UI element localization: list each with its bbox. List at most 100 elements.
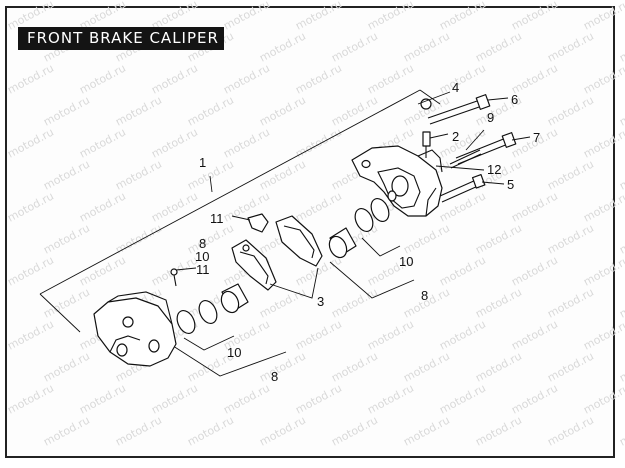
watermark-text-48: motod.ru — [257, 157, 308, 192]
watermark-text-62: motod.ru — [581, 189, 625, 224]
callout-2: 2 — [452, 129, 459, 144]
watermark-text-68: motod.ru — [401, 221, 452, 256]
callout-8-top: 8 — [199, 236, 206, 251]
watermark-text-53: motod.ru — [617, 157, 625, 192]
watermark-text-34: motod.ru — [545, 93, 596, 128]
watermark-text-105: motod.ru — [473, 349, 524, 384]
watermark-text-21: motod.ru — [221, 61, 272, 96]
bleeder-screw-2 — [422, 131, 431, 158]
watermark-text-98: motod.ru — [581, 317, 625, 352]
pad-spring-clip — [231, 213, 269, 233]
diagram-title: FRONT BRAKE CALIPER — [18, 27, 224, 50]
watermark-text-97: motod.ru — [509, 317, 560, 352]
callout-5: 5 — [507, 177, 514, 192]
watermark-text-71: motod.ru — [617, 221, 625, 256]
watermark-text-46: motod.ru — [113, 157, 164, 192]
callout-7: 7 — [533, 130, 540, 145]
callout-12: 12 — [487, 162, 501, 177]
callout-4: 4 — [452, 80, 459, 95]
watermark-text-106: motod.ru — [545, 349, 596, 384]
watermark-text-56: motod.ru — [149, 189, 200, 224]
callout-3: 3 — [317, 294, 324, 309]
watermark-text-8: motod.ru — [581, 0, 625, 33]
watermark-text-47: motod.ru — [185, 157, 236, 192]
watermark-text-13: motod.ru — [329, 29, 380, 64]
watermark-text-107: motod.ru — [617, 349, 625, 384]
watermark-text-65: motod.ru — [185, 221, 236, 256]
watermark-text-109: motod.ru — [77, 381, 128, 416]
callout-6: 6 — [511, 92, 518, 107]
watermark-text-52: motod.ru — [545, 157, 596, 192]
watermark-text-102: motod.ru — [257, 349, 308, 384]
watermark-text-117: motod.ru — [41, 413, 92, 448]
bolt-5 — [439, 173, 486, 203]
watermark-text-115: motod.ru — [509, 381, 560, 416]
watermark-text-18: motod.ru — [5, 61, 56, 96]
watermark-text-61: motod.ru — [509, 189, 560, 224]
watermark-text-113: motod.ru — [365, 381, 416, 416]
callouts: 1 2 3 4 5 6 7 8 8 8 9 10 10 10 11 11 12 — [195, 80, 540, 384]
callout-10-mid: 10 — [399, 254, 413, 269]
front-bleeder-screw — [170, 268, 178, 287]
watermark-text-37: motod.ru — [77, 125, 128, 160]
bolt-6 — [427, 94, 491, 125]
watermark-text-121: motod.ru — [329, 413, 380, 448]
watermark-text-72: motod.ru — [5, 253, 56, 288]
callout-9: 9 — [487, 110, 494, 125]
watermark-text-22: motod.ru — [293, 61, 344, 96]
watermark-text-60: motod.ru — [437, 189, 488, 224]
watermark-text-63: motod.ru — [41, 221, 92, 256]
watermark-text-23: motod.ru — [365, 61, 416, 96]
callout-8-bottom: 8 — [271, 369, 278, 384]
watermark-text-73: motod.ru — [77, 253, 128, 288]
bleeder-cap-4 — [420, 98, 432, 110]
caliper-body-front — [93, 291, 177, 367]
watermark-text-84: motod.ru — [257, 285, 308, 320]
watermark-text-6: motod.ru — [437, 0, 488, 33]
brake-pad-outer — [275, 215, 323, 267]
watermark-text-20: motod.ru — [149, 61, 200, 96]
watermark-text-88: motod.ru — [545, 285, 596, 320]
watermark-text-95: motod.ru — [365, 317, 416, 352]
watermark-text-27: motod.ru — [41, 93, 92, 128]
watermark-text-104: motod.ru — [401, 349, 452, 384]
watermark-text-7: motod.ru — [509, 0, 560, 33]
pin-9 — [449, 149, 482, 169]
watermark-text-24: motod.ru — [437, 61, 488, 96]
watermark-text-94: motod.ru — [293, 317, 344, 352]
callout-11-mid: 11 — [196, 262, 210, 277]
watermark-text-19: motod.ru — [77, 61, 128, 96]
watermark-text-35: motod.ru — [617, 93, 625, 128]
watermark-text-4: motod.ru — [293, 0, 344, 33]
watermark-text-3: motod.ru — [221, 0, 272, 33]
watermark-text-29: motod.ru — [185, 93, 236, 128]
watermark-text-118: motod.ru — [113, 413, 164, 448]
watermark-text-70: motod.ru — [545, 221, 596, 256]
caliper-body-rear — [351, 145, 443, 217]
watermark-text-79: motod.ru — [509, 253, 560, 288]
watermark-text-15: motod.ru — [473, 29, 524, 64]
callout-11-upper: 11 — [210, 211, 224, 226]
watermark-text-80: motod.ru — [581, 253, 625, 288]
watermark-text-110: motod.ru — [149, 381, 200, 416]
watermark-text-99: motod.ru — [41, 349, 92, 384]
callout-8-mid: 8 — [421, 288, 428, 303]
callout-1: 1 — [199, 155, 206, 170]
watermark-text-40: motod.ru — [293, 125, 344, 160]
watermark-text-58: motod.ru — [293, 189, 344, 224]
watermark-text-111: motod.ru — [221, 381, 272, 416]
watermark-text-122: motod.ru — [401, 413, 452, 448]
watermark-text-30: motod.ru — [257, 93, 308, 128]
watermark-text-112: motod.ru — [293, 381, 344, 416]
callout-10-bottom: 10 — [227, 345, 241, 360]
watermark-text-45: motod.ru — [41, 157, 92, 192]
watermark-text-55: motod.ru — [77, 189, 128, 224]
watermark-text-5: motod.ru — [365, 0, 416, 33]
watermark-text-44: motod.ru — [581, 125, 625, 160]
watermark-text-16: motod.ru — [545, 29, 596, 64]
watermark-text-31: motod.ru — [329, 93, 380, 128]
watermark-text-26: motod.ru — [581, 61, 625, 96]
